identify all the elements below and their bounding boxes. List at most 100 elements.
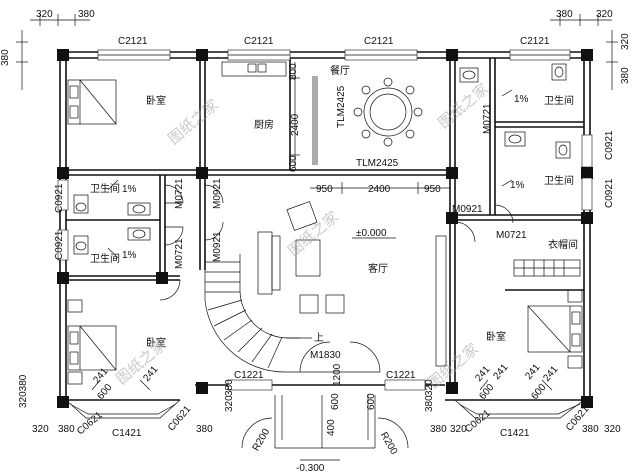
dim-entry-600-b: 600 bbox=[366, 393, 377, 410]
dim-bot-mid-380-b: 380 bbox=[224, 379, 235, 396]
window-c2121-2: C2121 bbox=[244, 36, 274, 47]
dim-bl-320: 320 bbox=[32, 424, 49, 435]
window-c1421-b: C1421 bbox=[500, 428, 530, 439]
dim-mid-320: 320 bbox=[424, 379, 435, 396]
door-m1830: M1830 bbox=[310, 350, 341, 361]
closet-rails bbox=[513, 259, 581, 277]
window-c0921-left-1: C0921 bbox=[54, 183, 65, 213]
room-bath-west-1: 卫生间 bbox=[90, 182, 120, 195]
dim-right-380: 380 bbox=[620, 67, 631, 84]
dim-top-left-320: 320 bbox=[36, 9, 53, 20]
dim-left-top-380: 380 bbox=[0, 49, 11, 66]
bed-se bbox=[527, 289, 583, 369]
dim-hall-2400: 2400 bbox=[368, 184, 391, 195]
bed-nw bbox=[67, 79, 117, 125]
window-c0921-right-1: C0921 bbox=[604, 130, 615, 160]
ground-level: -0.300 bbox=[296, 463, 325, 474]
door-m0721-left-1: M0721 bbox=[174, 178, 185, 209]
room-kitchen: 厨房 bbox=[254, 118, 274, 131]
window-c0621-left-2: C0621 bbox=[166, 403, 194, 433]
door-tlm2425-vertical: TLM2425 bbox=[336, 85, 347, 128]
room-bath-west-2: 卫生间 bbox=[90, 252, 120, 265]
dim-br-241-b: 241 bbox=[491, 362, 510, 382]
front-windows bbox=[227, 379, 426, 391]
dim-br-380-b: 380 bbox=[582, 424, 599, 435]
staircase bbox=[204, 254, 300, 373]
entry-door bbox=[299, 341, 381, 373]
window-c0921-left-2: C0921 bbox=[54, 230, 65, 260]
dim-bl-380: 380 bbox=[58, 424, 75, 435]
doors-west bbox=[164, 184, 224, 246]
dim-br-320: 320 bbox=[450, 424, 467, 435]
door-m0921-b: M0921 bbox=[212, 231, 223, 262]
dim-top-right-320: 320 bbox=[596, 9, 613, 20]
room-dining: 餐厅 bbox=[330, 64, 350, 77]
bay-window-right bbox=[454, 379, 585, 419]
door-tlm2425-horizontal: TLM2425 bbox=[356, 158, 399, 169]
dim-right-320: 320 bbox=[620, 33, 631, 50]
doors-east bbox=[454, 204, 514, 243]
window-c2121-4: C2121 bbox=[520, 36, 550, 47]
room-bedroom-sw: 卧室 bbox=[146, 336, 166, 349]
bath-west-fixtures bbox=[73, 179, 151, 259]
bath-ne-fixtures bbox=[459, 63, 571, 187]
dim-top-left-380: 380 bbox=[78, 9, 95, 20]
door-sw-bedroom-swing bbox=[159, 279, 181, 301]
dim-bot-mid-320: 320 bbox=[224, 395, 235, 412]
window-c1221-b: C1221 bbox=[386, 370, 416, 381]
dim-bl-combined: 320380 bbox=[18, 374, 29, 408]
window-c1221-a: C1221 bbox=[234, 370, 264, 381]
room-bath-ne-2: 卫生间 bbox=[544, 174, 574, 187]
watermark-3: 图纸之家 bbox=[285, 208, 342, 260]
label-r200-b: R200 bbox=[378, 430, 400, 457]
dim-br-380: 380 bbox=[430, 424, 447, 435]
dining-table bbox=[353, 77, 423, 147]
label-r200-a: R200 bbox=[251, 427, 273, 454]
dim-br-241-a: 241 bbox=[473, 364, 492, 384]
dim-br-320-b: 320 bbox=[604, 424, 621, 435]
living-furniture bbox=[257, 201, 447, 367]
structural-columns bbox=[57, 49, 593, 408]
dim-bl-241-a: 241 bbox=[91, 366, 110, 386]
window-c0921-right-2: C0921 bbox=[604, 178, 615, 208]
window-c2121-3: C2121 bbox=[364, 36, 394, 47]
slope-label-1: 1% bbox=[122, 184, 137, 195]
door-m0921-a: M0921 bbox=[212, 178, 223, 209]
dim-entry-400: 400 bbox=[326, 419, 337, 436]
slope-label-4: 1% bbox=[510, 180, 525, 191]
top-windows bbox=[97, 49, 571, 61]
window-c0621-right-1: C0621 bbox=[463, 408, 493, 436]
dim-br-241-c: 241 bbox=[523, 362, 542, 382]
dim-top-right-380: 380 bbox=[556, 9, 573, 20]
door-m0721-top-right: M0721 bbox=[482, 103, 493, 134]
hall-dimension-line bbox=[310, 182, 450, 194]
slope-label-3: 1% bbox=[514, 94, 529, 105]
bay-window-left bbox=[65, 379, 181, 419]
side-windows bbox=[57, 134, 593, 261]
dim-hall-950-a: 950 bbox=[316, 184, 333, 195]
room-bath-ne-1: 卫生间 bbox=[544, 94, 574, 107]
watermark-1: 图纸之家 bbox=[165, 96, 222, 148]
slope-label-2: 1% bbox=[122, 250, 137, 261]
dim-br-600-b: 600 bbox=[529, 382, 548, 402]
entry-porch bbox=[241, 395, 409, 449]
dim-hall-950-b: 950 bbox=[424, 184, 441, 195]
kitchen-fixtures bbox=[221, 61, 300, 168]
door-m0721-right: M0721 bbox=[496, 230, 527, 241]
dim-entry-600-a: 600 bbox=[330, 393, 341, 410]
top-dimension-lines bbox=[16, 14, 618, 90]
dim-br-241-d: 241 bbox=[541, 364, 560, 384]
window-c1421-a: C1421 bbox=[112, 428, 142, 439]
level-mark: ±0.000 bbox=[356, 228, 387, 239]
dim-kitchen-2400: 2400 bbox=[290, 113, 301, 136]
window-c2121-1: C2121 bbox=[118, 36, 148, 47]
room-closet: 衣帽间 bbox=[548, 238, 578, 251]
dim-entry-1200: 1200 bbox=[332, 363, 343, 386]
dim-bot-mid-380-a: 380 bbox=[196, 424, 213, 435]
room-living: 客厅 bbox=[368, 262, 388, 275]
bed-sw bbox=[67, 299, 117, 385]
door-m0921-c: M0921 bbox=[452, 204, 483, 215]
watermark-4: 图纸之家 bbox=[113, 336, 170, 388]
dim-kitchen-600: 600 bbox=[288, 155, 299, 172]
